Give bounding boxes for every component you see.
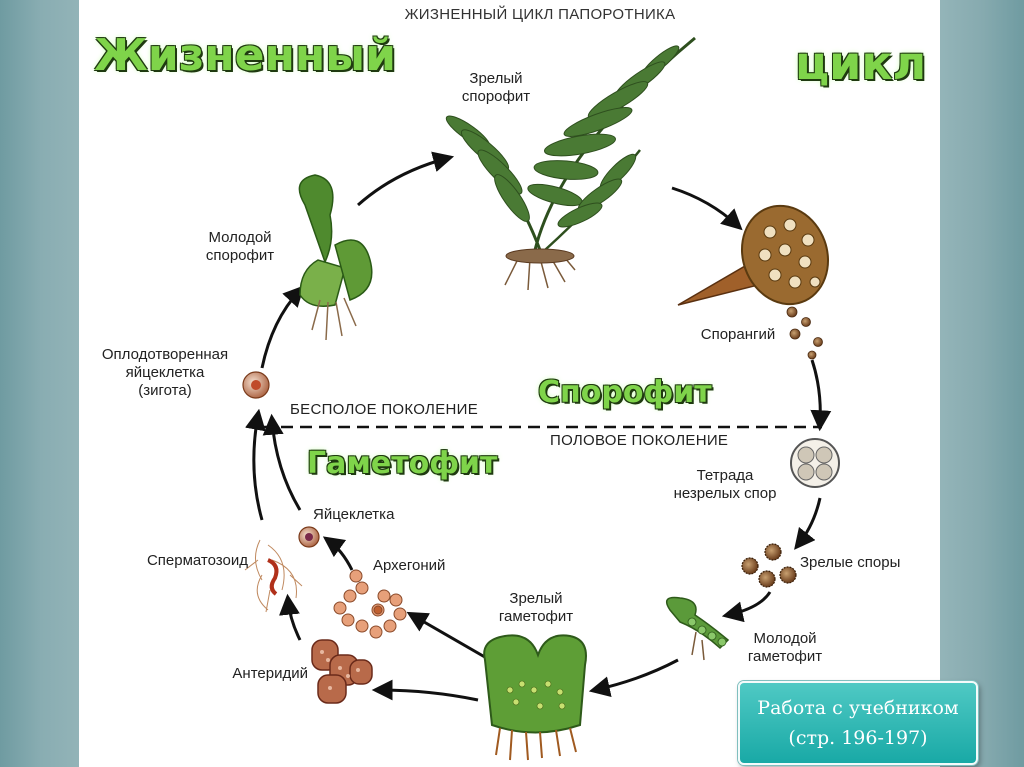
- egg-cell-illustration: [298, 526, 320, 548]
- spermatozoid-illustration: [244, 539, 303, 613]
- label-archegonium: Архегоний: [373, 557, 446, 574]
- mature-gametophyte-illustration: [483, 634, 587, 761]
- arrow-zygote-to-young-sporophyte: [260, 285, 305, 369]
- arrow-young-to-mature-sporophyte: [357, 151, 455, 207]
- arrow-spores-to-young-gametophyte: [721, 591, 772, 623]
- callout-line-1: Работа с учебником: [757, 697, 959, 719]
- label-mature-sporophyte: Зрелый спорофит: [461, 70, 531, 105]
- overlay-word-life: Жизненный: [94, 30, 396, 81]
- antheridium-illustration: [311, 639, 373, 704]
- young-sporophyte-illustration: [298, 174, 373, 341]
- sexual-generation-label: ПОЛОВОЕ ПОКОЛЕНИЕ: [550, 432, 729, 449]
- archegonium-illustration: [333, 569, 407, 639]
- young-gametophyte-illustration: [665, 596, 730, 661]
- sporophyte-heading: Спорофит: [538, 375, 712, 410]
- mature-spores-illustration: [741, 543, 797, 588]
- sporangium-illustration: [677, 204, 830, 360]
- label-young-gametophyte: Молодой гаметофит: [747, 630, 823, 665]
- asexual-generation-label: БЕСПОЛОЕ ПОКОЛЕНИЕ: [290, 401, 479, 418]
- arrow-gametophyte-to-archegonium: [406, 611, 491, 662]
- textbook-callout: Работа с учебником (стр. 196-197): [738, 681, 978, 765]
- gametophyte-heading: Гаметофит: [307, 446, 498, 481]
- arrow-sperm-to-zygote: [245, 408, 266, 521]
- label-young-sporophyte: Молодой спорофит: [205, 229, 275, 264]
- zygote-illustration: [242, 371, 270, 399]
- arrow-young-to-mature-gametophyte: [588, 658, 679, 698]
- arrow-tetrad-to-spores: [794, 497, 822, 550]
- label-zygote: Оплодотворенная яйцеклетка (зигота): [101, 346, 229, 399]
- arrow-sporophyte-to-sporangium: [671, 186, 743, 231]
- callout-line-2: (стр. 196-197): [788, 727, 928, 749]
- arrow-archegonium-to-egg: [322, 536, 354, 571]
- arrow-antheridium-to-spermatozoid: [279, 593, 302, 641]
- arrow-egg-to-zygote: [262, 413, 302, 511]
- label-mature-gametophyte: Зрелый гаметофит: [498, 590, 574, 625]
- arrow-sporangium-to-tetrad: [810, 359, 832, 432]
- label-egg-cell: Яйцеклетка: [313, 506, 395, 523]
- tetrad-illustration: [790, 438, 840, 488]
- arrow-gametophyte-to-antheridium: [371, 679, 479, 702]
- label-antheridium: Антеридий: [232, 665, 308, 682]
- cycle-arrows: [245, 151, 832, 702]
- overlay-word-cycle: цикл: [795, 36, 927, 90]
- diagram-title: ЖИЗНЕННЫЙ ЦИКЛ ПАПОРОТНИКА: [404, 6, 676, 23]
- label-mature-spores: Зрелые споры: [800, 554, 901, 571]
- label-sporangium: Спорангий: [700, 326, 776, 343]
- mature-sporophyte-illustration: [445, 36, 696, 291]
- label-spermatozoid: Сперматозоид: [146, 552, 248, 569]
- label-tetrad: Тетрада незрелых спор: [673, 467, 777, 502]
